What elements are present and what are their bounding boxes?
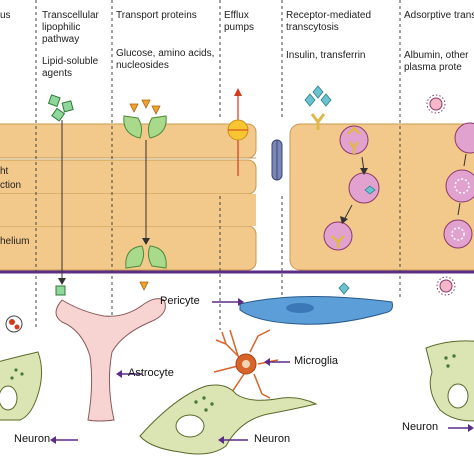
lipid-soluble-molecules — [47, 94, 74, 296]
sublabel-lipid-soluble: Lipid-soluble agents — [42, 56, 99, 79]
label-astrocyte: Astrocyte — [128, 367, 174, 379]
albumin-molecule — [426, 94, 446, 114]
sublabel-insulin: Insulin, transferrin — [286, 50, 366, 61]
label-tight-junction-2: ction — [0, 180, 22, 191]
column-dividers — [35, 0, 401, 330]
insulin-ligands — [304, 85, 350, 295]
header-transcellular: Transcellular lipophilic pathway — [42, 10, 99, 45]
header-adsorptive-transcytosis: Adsorptive transcytosis — [404, 10, 474, 21]
label-tight-junction-1: ht — [0, 166, 9, 177]
pericyte-shape — [239, 295, 393, 325]
header-col0: us — [0, 10, 11, 21]
partial-cell-icon — [5, 315, 23, 333]
neuron-right-shape — [425, 340, 474, 422]
label-arrows — [50, 298, 474, 444]
adsorptive-vesicles — [443, 122, 474, 249]
endothelium-layer — [0, 123, 474, 271]
transporter-protein-bottom — [125, 245, 167, 269]
header-transport-proteins: Transport proteins — [116, 10, 197, 21]
label-neuron-left: Neuron — [14, 433, 51, 445]
label-microglia: Microglia — [294, 355, 339, 367]
microglia-shape — [213, 329, 279, 399]
header-efflux-pumps: Efflux pumps — [224, 10, 255, 33]
neuron-center-shape — [139, 384, 318, 455]
label-endothelium: helium — [0, 236, 30, 247]
receptor-icon — [310, 113, 326, 130]
sublabel-glucose: Glucose, amino acids, nucleosides — [116, 48, 215, 71]
tight-junction — [271, 139, 283, 181]
transporter-protein-top — [123, 115, 167, 139]
astrocyte-shape — [55, 298, 166, 422]
transported-molecules — [129, 99, 161, 291]
label-neuron-center: Neuron — [254, 433, 291, 445]
header-receptor-transcytosis: Receptor-mediated transcytosis — [286, 10, 372, 33]
label-neuron-right: Neuron — [402, 421, 439, 433]
transcytosis-vesicles — [323, 125, 380, 251]
label-pericyte: Pericyte — [160, 295, 200, 307]
sublabel-albumin: Albumin, other plasma prote — [404, 50, 469, 73]
